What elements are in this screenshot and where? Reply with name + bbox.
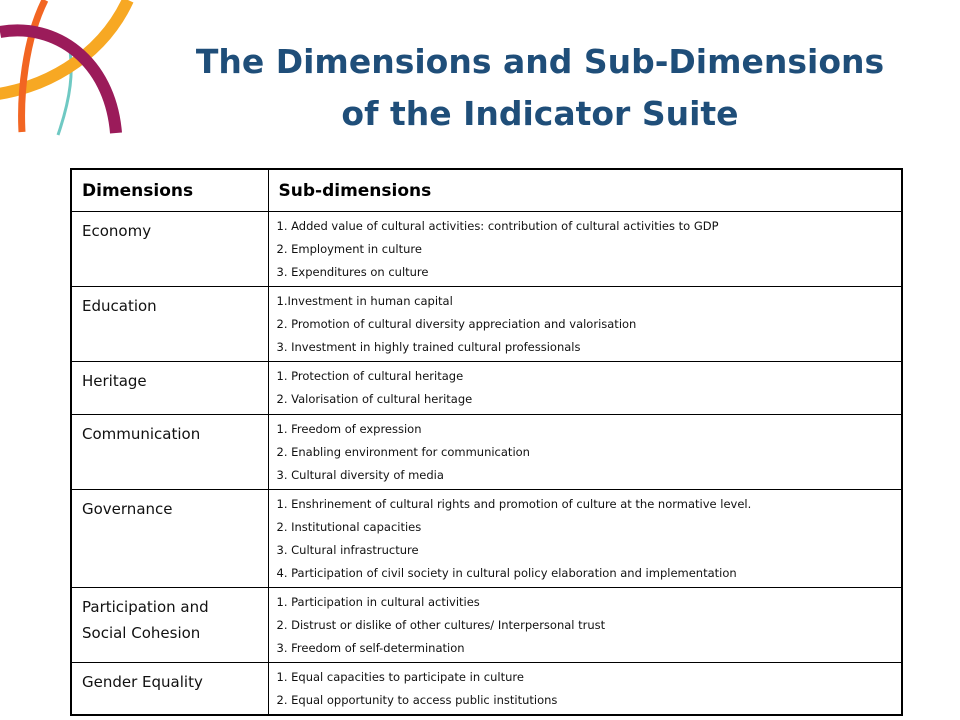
sub-dimension-item: 3. Cultural infrastructure bbox=[276, 543, 419, 557]
sub-dimensions-cell: 1. Added value of cultural activities: c… bbox=[267, 211, 903, 287]
teal-arc bbox=[56, 39, 73, 136]
sub-dimension-item: 3. Investment in highly trained cultural… bbox=[276, 340, 581, 354]
dimension-cell: Governance bbox=[70, 489, 269, 588]
sub-dimensions-cell: 1. Enshrinement of cultural rights and p… bbox=[267, 489, 903, 588]
dimension-cell: Education bbox=[70, 286, 269, 362]
orange-arc bbox=[18, 0, 49, 133]
sub-dimension-item: 1. Freedom of expression bbox=[276, 422, 422, 436]
sub-dimensions-cell: 1. Equal capacities to participate in cu… bbox=[267, 662, 903, 716]
table-row: Communication 1. Freedom of expression 2… bbox=[70, 414, 903, 490]
yellow-arc bbox=[0, 0, 134, 100]
decorative-arcs-graphic bbox=[0, 0, 134, 136]
dimension-cell: Participation and Social Cohesion bbox=[70, 587, 269, 663]
sub-dimensions-cell: 1. Freedom of expression 2. Enabling env… bbox=[267, 414, 903, 490]
sub-dimension-item: 2. Enabling environment for communicatio… bbox=[276, 445, 530, 459]
dimensions-table: Dimensions Sub-dimensions Economy 1. Add… bbox=[70, 168, 903, 716]
sub-dimension-item: 3. Freedom of self-determination bbox=[276, 641, 465, 655]
table-row: Heritage 1. Protection of cultural herit… bbox=[70, 361, 903, 415]
page-title: The Dimensions and Sub-Dimensions of the… bbox=[120, 36, 960, 140]
sub-dimension-item: 3. Expenditures on culture bbox=[276, 265, 429, 279]
sub-dimension-item: 2. Promotion of cultural diversity appre… bbox=[276, 317, 637, 331]
sub-dimension-item: 1. Protection of cultural heritage bbox=[276, 369, 464, 383]
dimension-cell: Heritage bbox=[70, 361, 269, 415]
sub-dimension-item: 1.Investment in human capital bbox=[276, 294, 453, 308]
dimension-cell: Economy bbox=[70, 211, 269, 287]
sub-dimension-item: 1. Participation in cultural activities bbox=[276, 595, 480, 609]
sub-dimension-item: 3. Cultural diversity of media bbox=[276, 468, 444, 482]
table-row: Education 1.Investment in human capital … bbox=[70, 286, 903, 362]
table-row: Economy 1. Added value of cultural activ… bbox=[70, 211, 903, 287]
sub-dimension-item: 1. Equal capacities to participate in cu… bbox=[276, 670, 524, 684]
magenta-arc bbox=[0, 24, 122, 134]
sub-dimensions-cell: 1. Participation in cultural activities … bbox=[267, 587, 903, 663]
header-dimensions: Dimensions bbox=[70, 168, 269, 212]
sub-dimension-item: 2. Institutional capacities bbox=[276, 520, 422, 534]
sub-dimension-item: 1. Added value of cultural activities: c… bbox=[276, 219, 719, 233]
sub-dimension-item: 2. Valorisation of cultural heritage bbox=[276, 392, 473, 406]
header-sub-dimensions: Sub-dimensions bbox=[267, 168, 903, 212]
dimension-cell: Communication bbox=[70, 414, 269, 490]
sub-dimension-item: 1. Enshrinement of cultural rights and p… bbox=[276, 497, 752, 511]
table-row: Gender Equality 1. Equal capacities to p… bbox=[70, 662, 903, 716]
sub-dimension-item: 2. Employment in culture bbox=[276, 242, 422, 256]
table-header-row: Dimensions Sub-dimensions bbox=[70, 168, 903, 212]
sub-dimensions-cell: 1.Investment in human capital 2. Promoti… bbox=[267, 286, 903, 362]
table-row: Participation and Social Cohesion 1. Par… bbox=[70, 587, 903, 663]
table-row: Governance 1. Enshrinement of cultural r… bbox=[70, 489, 903, 588]
title-line-1: The Dimensions and Sub-Dimensions bbox=[195, 42, 885, 81]
dimension-cell: Gender Equality bbox=[70, 662, 269, 716]
sub-dimension-item: 2. Equal opportunity to access public in… bbox=[276, 693, 558, 707]
sub-dimension-item: 2. Distrust or dislike of other cultures… bbox=[276, 618, 606, 632]
title-line-2: of the Indicator Suite bbox=[341, 94, 739, 133]
sub-dimensions-cell: 1. Protection of cultural heritage 2. Va… bbox=[267, 361, 903, 415]
sub-dimension-item: 4. Participation of civil society in cul… bbox=[276, 566, 737, 580]
